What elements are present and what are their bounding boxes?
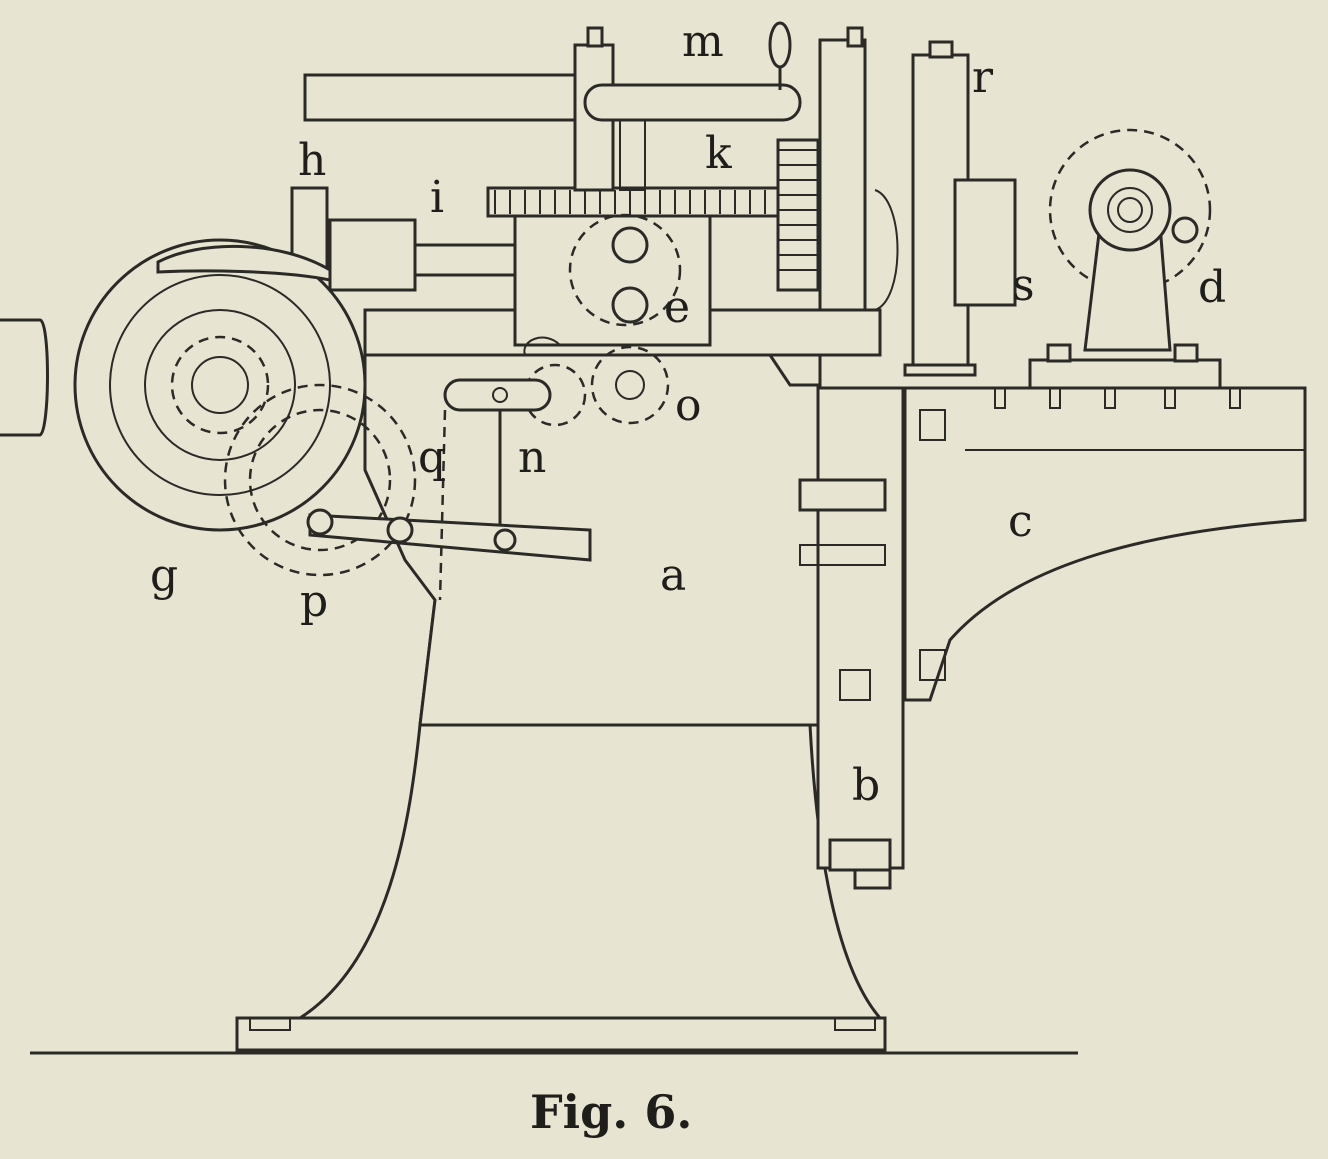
figure-caption: Fig. 6. (530, 1085, 692, 1139)
label-o: o (675, 380, 702, 431)
gear-o (590, 345, 670, 425)
label-k: k (705, 128, 732, 179)
link-n (443, 378, 552, 412)
label-n: n (518, 432, 546, 483)
label-s: s (1012, 260, 1035, 311)
label-c: c (1008, 496, 1033, 547)
label-d: d (1198, 262, 1226, 313)
label-h: h (298, 135, 326, 186)
label-q: q (418, 432, 446, 483)
label-m: m (682, 16, 724, 67)
gear-p (223, 383, 417, 577)
label-r: r (972, 52, 994, 103)
arm-m (303, 73, 582, 122)
wheel-g (73, 238, 367, 532)
pedestal (294, 723, 884, 1020)
label-a: a (660, 550, 686, 601)
bracket-c (903, 386, 1307, 702)
label-e: e (664, 282, 690, 333)
label-p: p (300, 576, 328, 627)
base-plate (235, 1016, 887, 1052)
rack-gear (486, 186, 820, 218)
label-g: g (150, 550, 178, 601)
plate-s (953, 178, 1017, 307)
gear-e (568, 213, 682, 327)
column-b (816, 386, 905, 870)
label-b: b (852, 760, 880, 811)
handle (768, 21, 792, 69)
label-i: i (430, 172, 444, 223)
